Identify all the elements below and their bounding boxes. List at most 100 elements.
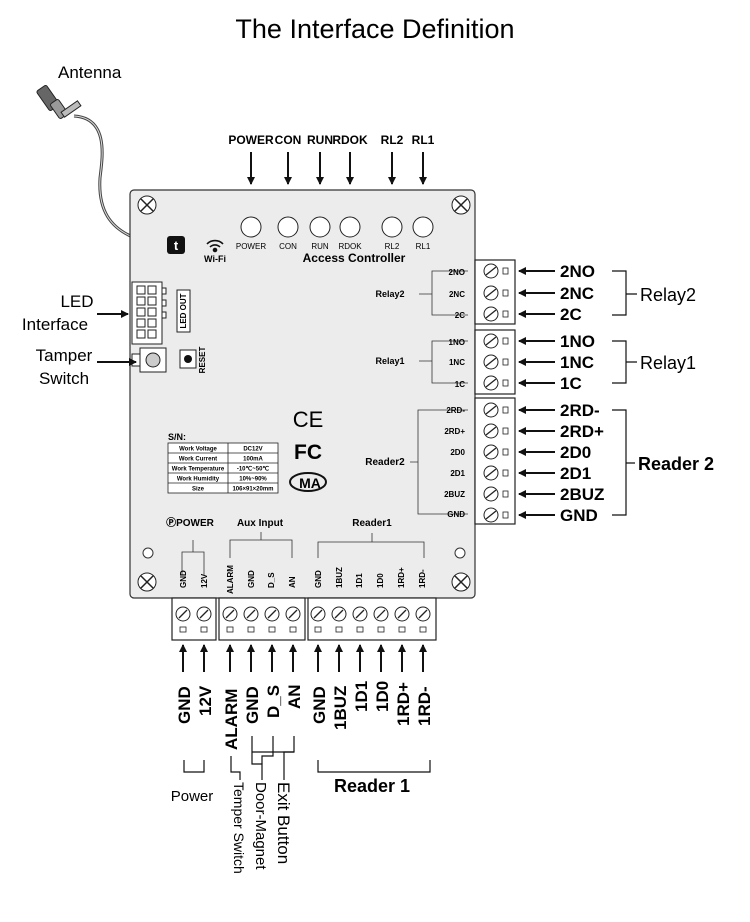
bottom-label: AN [285,684,304,709]
spec-header: S/N: [168,432,186,442]
terminal-screw-icon [483,507,509,523]
bottom-label: 1RD+ [394,682,413,726]
spec-value: DC12V [243,447,262,453]
reader2-terminal-block [474,397,516,525]
tuya-logo-glyph: t [174,238,179,253]
reader1-pin-label: 1RD- [418,569,427,588]
relay2-bracket [419,270,468,316]
spec-key: Work Temperature [172,467,225,473]
right-label: 1NC [560,353,594,372]
right-label: 2NC [560,284,594,303]
terminal-screw-icon [394,606,410,633]
terminal-screw-icon [264,606,280,633]
aux-pin-label: GND [247,570,256,588]
antenna-cable [73,114,136,240]
door-magnet-group-label: Door-Magnet [252,782,269,870]
cma-mark: MA [289,472,327,492]
relay2-group-bracket [612,270,637,316]
led-callout-label: RL2 [381,133,404,147]
reader2-group-bracket [612,409,635,516]
relay2-pin-label: 2NO [449,268,465,277]
led-caption: RL2 [385,242,400,251]
aux-pin-label: D_S [267,572,276,588]
power-pin-label: 12V [200,573,209,588]
reader1-pin-label: 1D0 [376,573,385,588]
reader2-group-label: Reader 2 [638,454,714,474]
relay1-bracket [419,340,468,384]
right-label: 2C [560,305,582,324]
led-caption: RDOK [338,242,362,251]
terminal-screw-icon [483,486,509,502]
fc-mark: FC [294,441,322,464]
terminal-screw-icon [483,285,509,301]
spec-key: Work Current [179,457,217,463]
bottom-label: 12V [196,685,215,716]
relay2-board-label: Relay2 [375,289,404,299]
right-label: 1NO [560,332,595,351]
tuya-logo-icon: t [167,236,185,254]
exit-button-group-label: Exit Button [274,782,293,864]
led-rl1 [412,216,434,238]
antenna-label: Antenna [58,63,122,82]
led-interface-label: Interface [22,315,88,334]
diagram-title: The Interface Definition [235,14,514,44]
spec-table [167,442,279,494]
tamper-switch-label: Switch [39,369,89,388]
reader1-group-bracket [317,760,431,773]
aux-bracket [229,532,293,558]
bottom-label: 1D0 [373,681,392,712]
reader1-board-label: Reader1 [352,518,392,529]
bottom-label: 1BUZ [331,686,350,730]
terminal-screw-icon [483,333,509,349]
right-label: 2RD+ [560,422,604,441]
terminal-screw-icon [483,444,509,460]
aux-group-lines [230,736,295,780]
led-run [309,216,331,238]
led-rl2 [381,216,403,238]
led-out-label: LED OUT [179,293,188,328]
reader2-bracket [410,409,468,515]
reader2-pin-label: 2RD+ [444,427,465,436]
relay1-pin-label: 1C [455,380,465,389]
power-board-label: ⓅPOWER [166,516,215,529]
terminal-screw-icon [222,606,238,633]
relay2-group-label: Relay2 [640,285,696,305]
spec-value: 100mA [243,457,263,463]
aux-pin-label: ALARM [226,565,235,594]
bottom-label: D_S [264,685,283,718]
right-label: 2BUZ [560,485,604,504]
antenna: Antenna [36,63,136,240]
led-caption: POWER [236,242,266,251]
led-con [277,216,299,238]
reset-label: RESET [198,347,207,374]
right-label: 2D0 [560,443,591,462]
spec-value: 10%~90% [239,477,267,483]
tamper-switch-label: Tamper [36,346,93,365]
antenna-connector-icon [36,85,82,119]
ce-mark: CE [293,407,324,432]
terminal-screw-icon [285,606,301,633]
terminal-screw-icon [483,354,509,370]
led-callout-label: RDOK [332,133,368,147]
right-label: 2NO [560,262,595,281]
reader2-pin-label: 2BUZ [444,490,465,499]
reader2-pin-label: GND [447,510,465,519]
led-arrow [247,152,427,185]
mount-hole [454,547,466,559]
screw-icon [137,572,157,592]
spec-key: Work Voltage [179,447,217,453]
terminal-screw-icon [483,402,509,418]
bottom-label: ALARM [222,689,241,750]
terminal-screw-icon [483,263,509,279]
led-rdok [339,216,361,238]
power-pin-label: GND [179,570,188,588]
reader2-board-label: Reader2 [365,457,405,468]
spec-key: Size [192,487,205,493]
right-label: 2RD- [560,401,600,420]
screw-icon [137,195,157,215]
power-bracket [181,540,205,575]
spec-value: -10℃~50℃ [237,466,270,473]
terminal-screw-icon [483,465,509,481]
terminal-screw-icon [373,606,389,633]
terminal-screw-icon [243,606,259,633]
